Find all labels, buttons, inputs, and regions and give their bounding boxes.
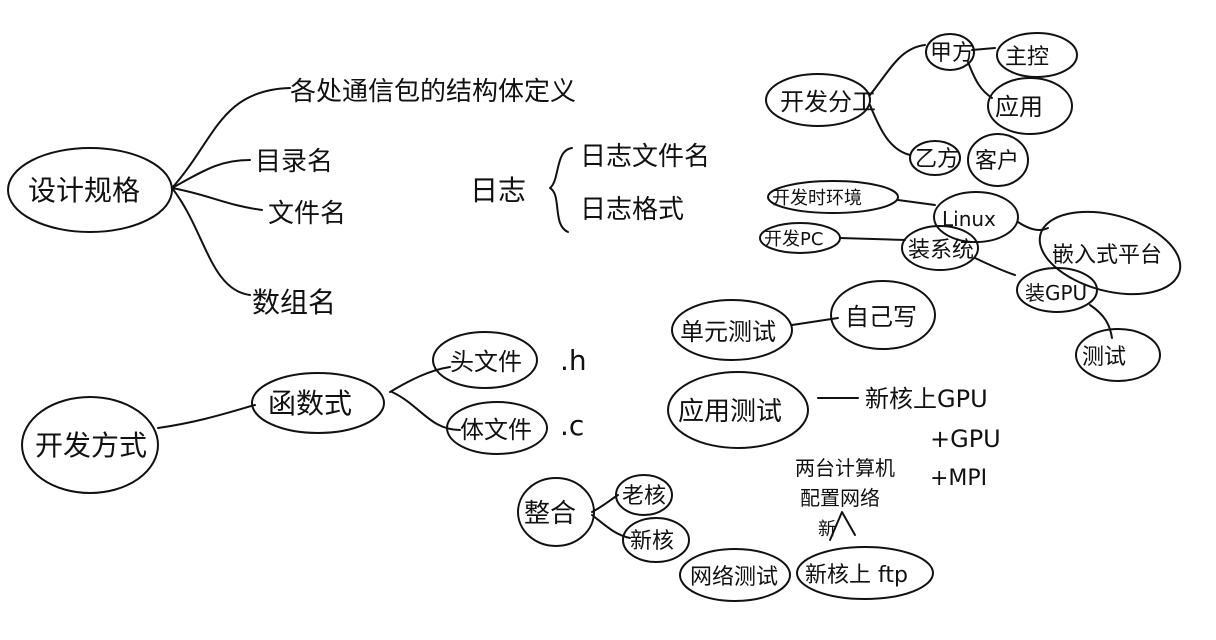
old-core-label: 老核	[622, 484, 666, 509]
design-link-1	[171, 87, 291, 189]
division-link-b	[869, 104, 911, 156]
dev-link	[157, 404, 256, 429]
partner-link-main	[971, 47, 996, 51]
main-control-label: 主控	[1005, 45, 1049, 70]
partner-ellipse	[925, 33, 975, 71]
dev-env-link	[897, 199, 936, 206]
partner-link-app	[967, 61, 993, 99]
merge-link-old	[591, 494, 619, 513]
app-test-plus-mpi: +MPI	[930, 466, 987, 491]
gpu-label: 装GPU	[1025, 281, 1087, 305]
deploy-label: 装系统	[908, 238, 974, 263]
header-label: 头文件	[450, 348, 522, 376]
log-item-format: 日志格式	[580, 195, 684, 225]
net-test-ellipse	[679, 548, 791, 602]
merge-link-new	[591, 514, 631, 539]
dev-root-label: 开发方式	[35, 429, 147, 462]
embedded-ellipse	[1038, 210, 1182, 296]
cluster-two-pcs: 两台计算机	[795, 456, 895, 480]
design-item-file: 文件名	[268, 199, 346, 229]
app-test-plus-gpu: +GPU	[930, 425, 1001, 453]
gpu-link	[1089, 304, 1113, 339]
self-label: 乙方	[915, 147, 959, 172]
new-core-label: 新核	[630, 529, 674, 554]
dev-pc-link	[839, 237, 906, 241]
func-link-h	[389, 366, 451, 393]
test-label: 测试	[1082, 345, 1126, 370]
client-ellipse	[967, 133, 1029, 187]
dev-pc-label: 开发PC	[764, 229, 823, 250]
app-label: 应用	[995, 93, 1043, 121]
new-core-ellipse	[622, 517, 690, 563]
log-brace	[549, 147, 573, 233]
unit-test-ellipse	[671, 299, 793, 361]
partner-label: 甲方	[930, 41, 974, 66]
design-link-2	[171, 159, 251, 189]
log-item-filename: 日志文件名	[580, 142, 710, 172]
log-label: 日志	[470, 174, 526, 207]
design-root-ellipse	[7, 147, 173, 233]
ftp-label: 新核上 ftp	[805, 563, 908, 588]
main-control-ellipse	[996, 32, 1078, 78]
func-label: 函数式	[268, 387, 352, 420]
merge-label: 整合	[524, 499, 576, 529]
app-test-ellipse	[667, 371, 809, 449]
design-link-4	[171, 187, 251, 296]
dev-env-ellipse	[767, 180, 899, 214]
new-arrow	[829, 511, 856, 541]
self-ellipse	[909, 140, 961, 176]
app-ellipse	[987, 77, 1073, 135]
old-core-ellipse	[615, 474, 673, 516]
net-test-label: 网络测试	[690, 565, 778, 590]
design-item-array: 数组名	[252, 286, 336, 319]
cluster-network: 配置网络	[800, 486, 880, 510]
header-ellipse	[432, 331, 538, 389]
design-root-label: 设计规格	[28, 174, 140, 207]
division-ellipse	[765, 73, 871, 127]
dev-env-label: 开发时环境	[772, 188, 862, 209]
dev-root-ellipse	[21, 396, 159, 494]
new-mark: 新	[818, 519, 836, 540]
self-write-ellipse	[830, 280, 936, 350]
design-link-3	[171, 187, 263, 211]
test-ellipse	[1075, 328, 1161, 382]
unit-test-label: 单元测试	[680, 318, 776, 346]
body-label: 体文件	[460, 416, 532, 444]
division-link-a	[869, 44, 926, 96]
design-item-struct: 各处通信包的结构体定义	[290, 77, 576, 107]
deploy-link	[974, 257, 1016, 276]
design-item-dir: 目录名	[255, 147, 333, 177]
app-test-label: 应用测试	[678, 397, 782, 427]
division-label: 开发分工	[780, 88, 876, 116]
func-ellipse	[251, 372, 385, 434]
client-label: 客户	[975, 149, 1019, 174]
self-write-label: 自己写	[845, 303, 917, 331]
header-ext: .h	[560, 344, 587, 377]
ftp-ellipse	[796, 546, 934, 600]
embedded-label: 嵌入式平台	[1052, 243, 1162, 268]
deploy-ellipse	[901, 225, 979, 271]
linux-link	[1017, 221, 1049, 231]
gpu-ellipse	[1016, 267, 1098, 313]
app-test-gpu: 新核上GPU	[865, 385, 988, 413]
body-ellipse	[446, 401, 548, 455]
func-link-c	[391, 391, 461, 431]
body-ext: .c	[560, 409, 584, 442]
